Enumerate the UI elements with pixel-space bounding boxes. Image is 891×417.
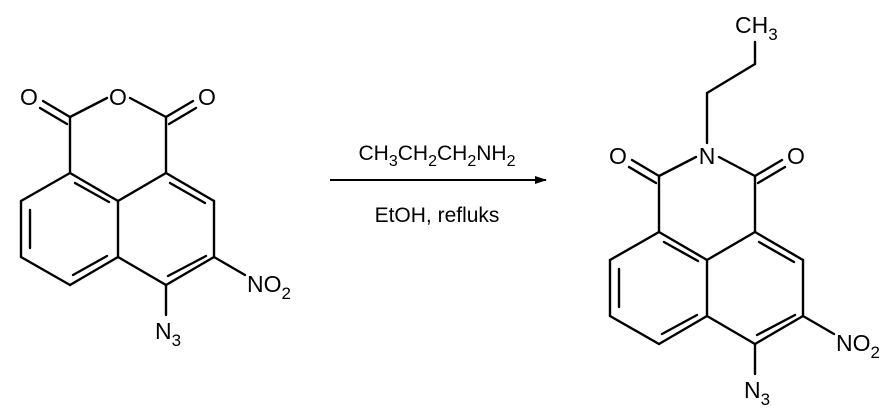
reagent-subscript: 2 [467,153,476,170]
methyl-subscript: 3 [768,25,777,44]
reagent-subscript: 2 [428,153,437,170]
nitro-main: NO [836,330,871,356]
product-methyl-group: CH3 [735,12,778,44]
reactant-azide-group: N3 [155,318,181,350]
product-carbonyl-oxygen-right: O [787,143,805,169]
reactant-nitro-group: NO2 [247,271,291,303]
reaction-conditions: EtOH, refluks [375,204,500,227]
product-imide-nitrogen: N [699,143,716,169]
reactant-carbonyl-oxygen-left: O [20,84,38,110]
reactant-ring-oxygen: O [109,84,127,110]
azide-subscript: 3 [172,331,181,350]
reagent-group: CH [359,142,389,165]
methyl-main: CH [735,12,768,38]
reactant-structure: O O O NO2 N3 [19,84,291,350]
product-labels: CH3 O N O NO2 N3 [609,12,880,409]
reagent-group: NH [476,142,506,165]
nitro-subscript: 2 [282,284,291,303]
reagent-group: CH [437,142,467,165]
azide-main: N [155,318,172,344]
product-nitro-group: NO2 [836,330,880,362]
reagent-subscript: 2 [507,153,516,170]
product-carbonyl-oxygen-left: O [609,143,627,169]
nitro-subscript: 2 [871,343,880,362]
reactant-labels: O O O NO2 N3 [20,84,291,350]
azide-subscript: 3 [761,390,770,409]
azide-main: N [744,377,761,403]
reaction-arrow-group: CH3CH2CH2NH2 EtOH, refluks [330,142,547,227]
product-bonds [608,40,836,376]
reagent-group: CH [398,142,428,165]
reagent-amine-formula: CH3CH2CH2NH2 [359,142,516,170]
reactant-carbonyl-oxygen-right: O [198,84,216,110]
reagent-subscript: 3 [389,153,398,170]
product-structure: CH3 O N O NO2 N3 [608,12,880,409]
nitro-main: NO [247,271,282,297]
product-azide-group: N3 [744,377,770,409]
reactant-bonds [19,96,247,317]
